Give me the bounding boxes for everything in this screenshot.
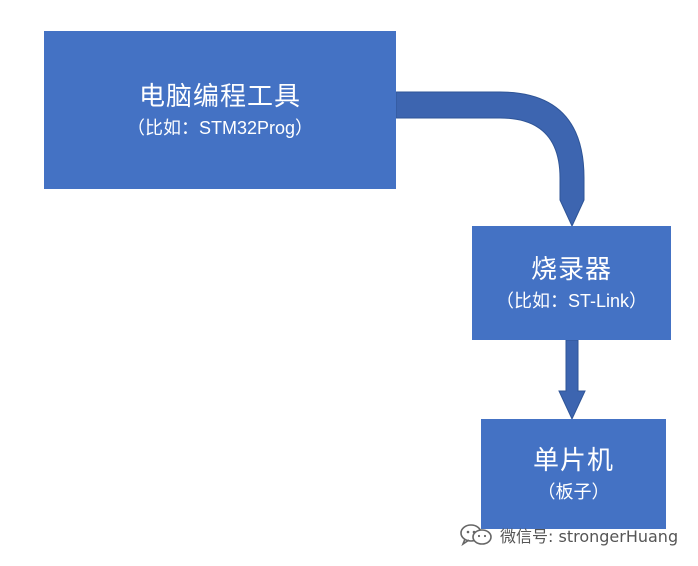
node-mcu-subtitle: （板子） — [537, 482, 610, 502]
node-programmer-subtitle: （比如：ST-Link） — [495, 291, 648, 311]
node-programmer: 烧录器 （比如：ST-Link） — [472, 226, 671, 340]
arrow-programmer-to-mcu — [558, 339, 586, 421]
node-pc-subtitle: （比如：STM32Prog） — [126, 118, 314, 138]
node-programmer-title: 烧录器 — [530, 254, 612, 284]
watermark-text: 微信号: strongerHuang — [500, 527, 679, 546]
node-pc-title: 电脑编程工具 — [138, 81, 301, 111]
node-mcu-title: 单片机 — [532, 445, 614, 475]
node-pc-programming-tool: 电脑编程工具 （比如：STM32Prog） — [44, 31, 396, 189]
wechat-icon — [460, 524, 492, 547]
node-mcu: 单片机 （板子） — [481, 419, 666, 529]
watermark: 微信号: strongerHuang — [458, 520, 688, 550]
arrow-pc-to-programmer — [395, 91, 585, 228]
